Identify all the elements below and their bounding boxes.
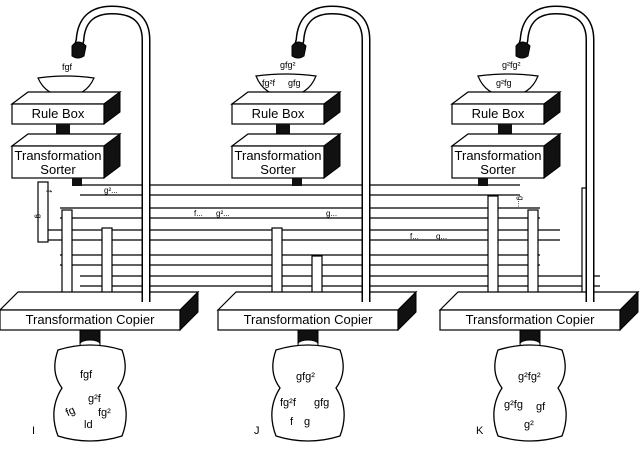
rule-box-J: Rule Box [252,106,305,121]
copier-K-label: Transformation Copier [466,312,596,327]
copier-J: Transformation Copier [216,290,418,332]
bag-K-item-1: g²fg² [518,371,541,383]
bag-J-item-3: gfg [314,397,329,409]
label-J: J [254,425,260,437]
pipe-label-f-low: f... [410,232,419,241]
bag-J-item-5: g [304,416,310,428]
bag-J-item-4: f [290,416,294,428]
unit-I-top: fgf Rule Box Transformation Sorter [10,5,151,302]
faucet-J-label: gfg² [280,60,296,70]
bag-J-item-1: gfg² [296,371,315,383]
copier-K: Transformation Copier [438,290,640,332]
pipe-label-g2-mid: g²... [216,209,230,218]
pipe-labels: g²... f... g²... g... f... g... f g g... [34,186,525,241]
label-K: K [476,425,484,437]
pipe-label-side-f: f [44,190,53,193]
bowl-K-item-1: g²fg [496,78,512,88]
label-I: I [32,425,35,437]
bag-I-item-5: fg² [98,407,111,419]
sorter-I-line1: Transformation [15,148,102,163]
bag-J-item-2: fg²f [280,397,297,409]
bag-K-item-2: g²fg [504,399,523,411]
sorter-K-line1: Transformation [455,148,542,163]
sorter-outlets [72,178,488,186]
pipe-label-g-mid: g... [326,209,337,218]
copier-I: Transformation Copier [0,290,200,332]
pipe-label-g2-top: g²... [104,186,118,195]
copier-feed-pipes [37,181,593,303]
bag-I-item-1: fgf [80,369,93,381]
bowl-J-item-1: fg²f [262,78,276,88]
faucet-I-label: fgf [62,62,73,72]
pipe-network [40,184,600,287]
bowl-J-item-2: gfg [288,78,301,88]
bag-K: g²fg² g²fg gf g² [493,344,567,442]
sorter-I-line2: Sorter [40,162,76,177]
sorter-J-line2: Sorter [260,162,296,177]
unit-J-top: gfg² fg²f gfg Rule Box Transformation So… [230,5,371,302]
sorter-J-line1: Transformation [235,148,322,163]
unit-K-top: g²fg² g²fg Rule Box Transformation Sorte… [450,5,595,302]
copier-I-label: Transformation Copier [26,312,156,327]
bag-K-item-4: g² [524,419,534,431]
sorter-K-line2: Sorter [480,162,516,177]
pipe-label-side-g-right: g... [516,196,525,207]
bag-J: gfg² fg²f gfg f g [271,344,345,442]
copier-J-label: Transformation Copier [244,312,374,327]
bag-K-item-3: gf [536,401,546,413]
pipe-label-f-mid: f... [194,209,203,218]
pipe-label-g-low: g... [436,232,447,241]
bag-I-item-2: g²f [88,393,102,405]
pipe-label-side-g: g [34,214,43,218]
faucet-K-label: g²fg² [502,60,521,70]
rule-box-K: Rule Box [472,106,525,121]
bag-I-item-4: ld [84,419,93,431]
rule-box-I: Rule Box [32,106,85,121]
bag-I: fgf g²f fg ld fg² [53,344,127,442]
